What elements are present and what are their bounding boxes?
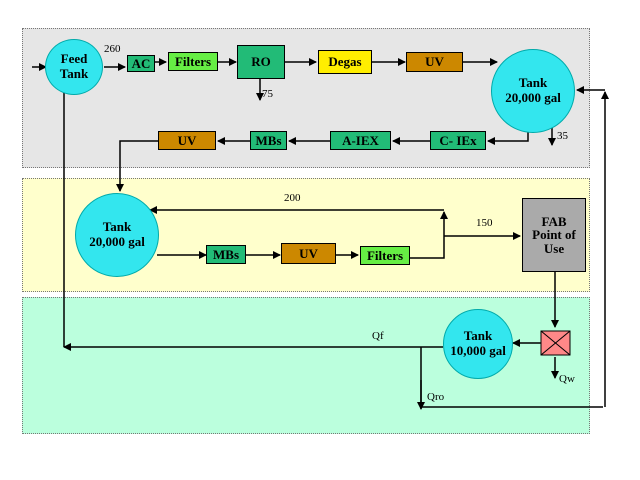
uv-unit-1: UV bbox=[406, 52, 463, 72]
flow-label-150: 150 bbox=[476, 217, 493, 229]
tank-20000-gal-lower: Tank 20,000 gal bbox=[75, 193, 159, 277]
a-iex-unit: A-IEX bbox=[330, 131, 391, 150]
flow-label-200: 200 bbox=[284, 192, 301, 204]
feed-tank: Feed Tank bbox=[45, 39, 103, 95]
flow-label-qf: Qf bbox=[372, 330, 384, 342]
flow-label-260: 260 bbox=[104, 43, 121, 55]
degas-unit: Degas bbox=[318, 50, 372, 74]
mbs-unit-2: MBs bbox=[206, 245, 246, 264]
ro-unit: RO bbox=[237, 45, 285, 79]
flow-label-qw: Qw bbox=[559, 373, 575, 385]
filters-unit-2: Filters bbox=[360, 246, 410, 265]
uv-unit-2: UV bbox=[158, 131, 216, 150]
tank-20000-gal-upper: Tank 20,000 gal bbox=[491, 49, 575, 133]
filters-unit-1: Filters bbox=[168, 52, 218, 71]
fab-point-of-use: FAB Point of Use bbox=[522, 198, 586, 272]
flow-label-qro: Qro bbox=[427, 391, 445, 403]
mbs-unit-1: MBs bbox=[250, 131, 287, 150]
tank-10000-gal: Tank 10,000 gal bbox=[443, 309, 513, 379]
c-iex-unit: C- IEx bbox=[430, 131, 486, 150]
flow-label-75: 75 bbox=[262, 88, 273, 100]
ac-unit: AC bbox=[127, 55, 155, 72]
flow-label-35: 35 bbox=[557, 130, 568, 142]
uv-unit-3: UV bbox=[281, 243, 336, 264]
